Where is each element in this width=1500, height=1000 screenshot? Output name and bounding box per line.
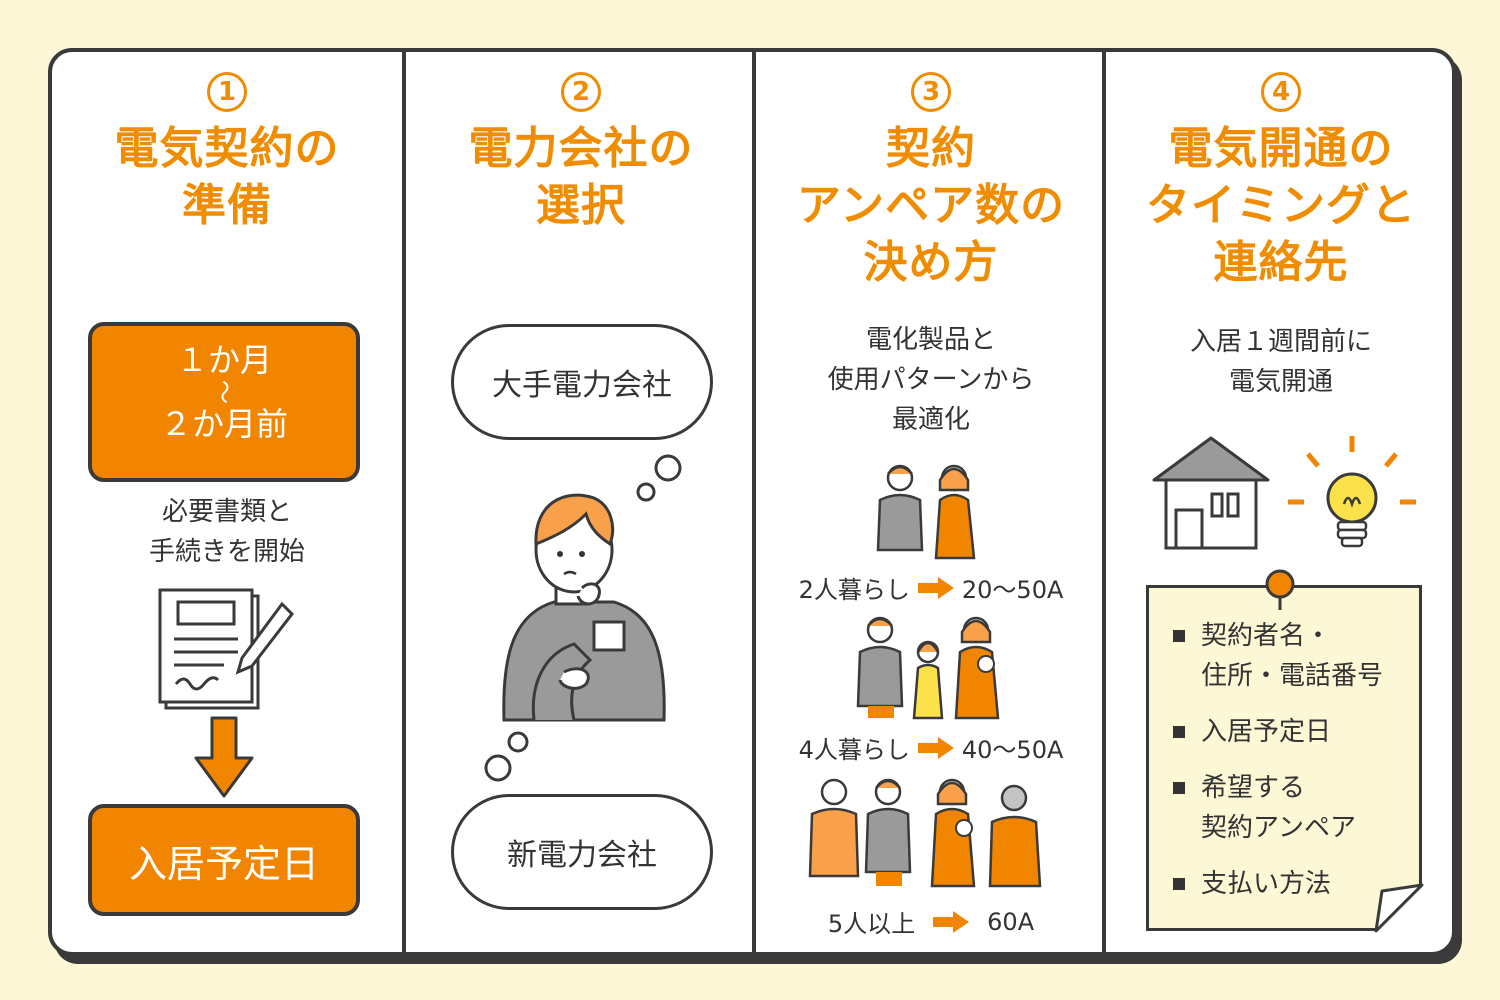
- period-box: １か月 〜 ２か月前: [88, 322, 360, 482]
- step-1-number: 1: [207, 72, 247, 112]
- checklist-item: 希望する契約アンペア: [1173, 768, 1383, 848]
- step-4-number: 4: [1261, 72, 1301, 112]
- document-pen-icon: [158, 588, 294, 710]
- step-2-number: 2: [561, 72, 601, 112]
- step-3-description: 電化製品と 使用パターンから 最適化: [827, 325, 1035, 435]
- thinking-person-icon: [502, 493, 666, 722]
- thought-bubble-icon: [484, 454, 682, 782]
- step-1-description: 必要書類と 手続きを開始: [148, 497, 305, 567]
- household-4-label: 4人暮らし 40〜50A: [798, 736, 1064, 764]
- step-4-description: 入居１週間前に 電気開通: [1189, 327, 1372, 397]
- step-3-column: 3 契約 アンペア数の 決め方 電化製品と 使用パターンから 最適化 2人暮らし…: [752, 52, 1106, 952]
- household-5-label: 5人以上 60A: [827, 907, 1035, 939]
- move-in-date-box: 入居予定日: [88, 804, 360, 916]
- family-icon: [856, 616, 1000, 720]
- household-2-label: 2人暮らし 20〜50A: [798, 576, 1064, 604]
- checklist: 契約者名・住所・電話番号 入居予定日 希望する契約アンペア 支払い方法: [1173, 616, 1383, 920]
- right-arrow-icon: [933, 910, 970, 933]
- checklist-item: 入居予定日: [1173, 712, 1383, 752]
- family-icon: [808, 778, 1042, 888]
- down-arrow-icon: [194, 716, 254, 798]
- step-4-title: 電気開通の タイミングと 連絡先: [1146, 123, 1416, 288]
- step-3-title: 契約 アンペア数の 決め方: [796, 123, 1066, 288]
- step-3-number: 3: [911, 72, 951, 112]
- new-power-company-bubble: 新電力会社: [451, 794, 713, 910]
- step-1-title: 電気契約の 準備: [114, 123, 340, 231]
- right-arrow-icon: [917, 576, 954, 599]
- page-curl: [1374, 883, 1424, 933]
- step-4-column: 4 電気開通の タイミングと 連絡先 入居１週間前に 電気開通: [1102, 52, 1452, 952]
- step-2-column: 2 電力会社の 選択 大手電力会社 新電力会社: [402, 52, 756, 952]
- step-1-column: 1 電気契約の 準備 １か月 〜 ２か月前 必要書類と 手続きを開始: [52, 52, 402, 952]
- major-power-company-bubble: 大手電力会社: [451, 324, 713, 440]
- family-icon: [876, 464, 976, 560]
- contact-checklist-note: 契約者名・住所・電話番号 入居予定日 希望する契約アンペア 支払い方法: [1146, 585, 1424, 933]
- house-icon: [1152, 436, 1270, 550]
- step-2-title: 電力会社の 選択: [468, 123, 694, 231]
- note-pin-icon: [1265, 569, 1295, 610]
- right-arrow-icon: [917, 736, 954, 759]
- light-bulb-icon: [1288, 436, 1416, 548]
- checklist-item: 支払い方法: [1173, 864, 1383, 904]
- infographic-board: 1 電気契約の 準備 １か月 〜 ２か月前 必要書類と 手続きを開始: [48, 48, 1456, 956]
- checklist-item: 契約者名・住所・電話番号: [1173, 616, 1383, 696]
